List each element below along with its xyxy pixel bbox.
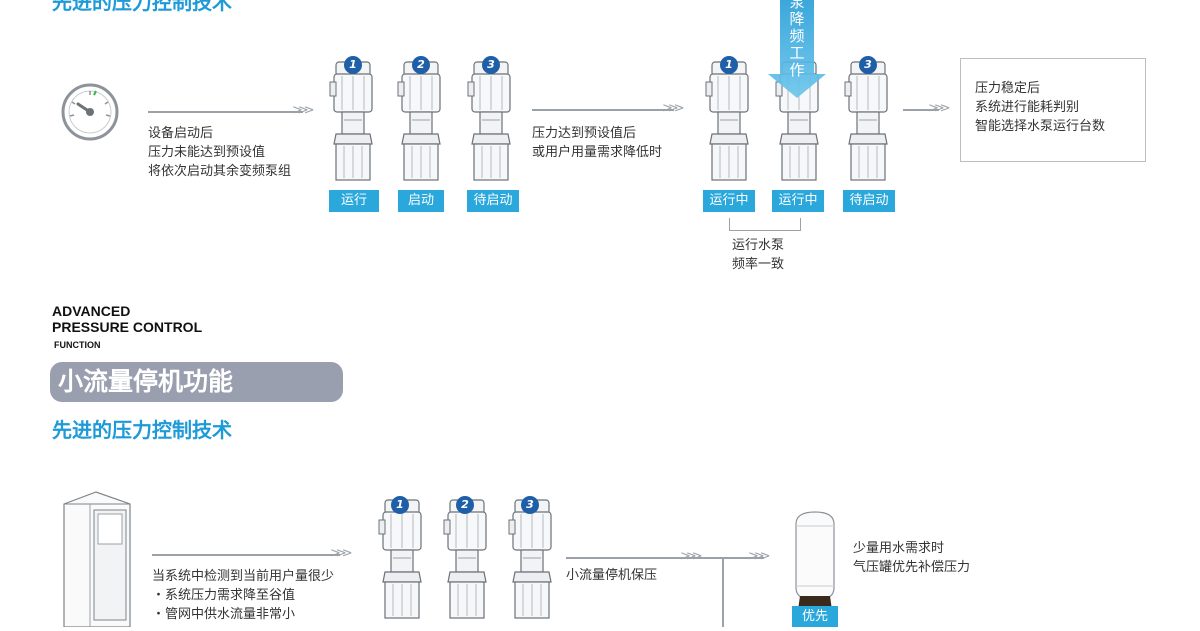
status-badge: 待启动 xyxy=(467,190,519,212)
pipe-branch xyxy=(722,558,724,627)
flow-arrow-1 xyxy=(148,111,303,113)
section-subtitle: 先进的压力控制技术 xyxy=(52,418,232,442)
pump-3: 3 xyxy=(466,56,516,184)
status-badge: 运行中 xyxy=(703,190,755,212)
bracket-text: 运行水泵 频率一致 xyxy=(732,238,785,272)
flow-arrow-2 xyxy=(532,109,674,111)
chevron-right-icon: >>> xyxy=(330,546,353,561)
flow-arrow-5 xyxy=(566,557,764,559)
pump-2: 2 xyxy=(396,56,446,184)
frequency-down-arrow: 泵 降 频 工 作 xyxy=(766,0,828,100)
pressure-tank-icon xyxy=(790,510,840,610)
heading-en-line2: PRESSURE CONTROL xyxy=(52,319,203,335)
top-cut-title: 先进的压力控制技术 xyxy=(52,0,232,14)
status-badge: 运行 xyxy=(329,190,379,212)
result-box: 压力稳定后 系统进行能耗判别 智能选择水泵运行台数 xyxy=(960,58,1146,162)
section-pill-title: 小流量停机功能 xyxy=(50,362,343,402)
start-text: 设备启动后 压力未能达到预设值 将依次启动其余变频泵组 xyxy=(148,126,292,179)
pump-3: 3 xyxy=(843,56,893,184)
flow-arrow-4 xyxy=(152,554,340,556)
arrow-char: 频 xyxy=(789,27,805,45)
flow-arrow-3 xyxy=(903,109,939,111)
pump-number-badge: 2 xyxy=(456,496,474,514)
pump-1: 1 xyxy=(328,56,378,184)
arrow-char: 泵 xyxy=(789,0,805,11)
detect-text: 当系统中检测到当前用户量很少 ・系统压力需求降至谷值 ・管网中供水流量非常小 xyxy=(152,569,335,622)
pump-2: 2 xyxy=(442,494,492,622)
tank-text: 少量用水需求时 气压罐优先补偿压力 xyxy=(853,541,971,575)
pump-number-badge: 2 xyxy=(412,56,430,74)
chevron-right-icon: >>> xyxy=(928,101,951,116)
pump-number-badge: 1 xyxy=(391,496,409,514)
arrow-char: 作 xyxy=(789,61,805,79)
arrow-char: 工 xyxy=(789,44,805,62)
chevron-right-icon: >>> xyxy=(680,549,703,564)
heading-en-line1: ADVANCED xyxy=(52,303,131,319)
status-badge: 运行中 xyxy=(772,190,824,212)
status-badge: 优先 xyxy=(792,606,838,627)
control-cabinet-icon xyxy=(60,490,132,628)
pump-3: 3 xyxy=(507,494,557,622)
chevron-right-icon: >>> xyxy=(748,549,771,564)
pressure-gauge-icon xyxy=(60,82,120,142)
status-badge: 启动 xyxy=(398,190,444,212)
pump-1: 1 xyxy=(704,56,754,184)
arrow-char: 降 xyxy=(789,10,805,28)
stop-text: 小流量停机保压 xyxy=(566,568,658,583)
pump-number-badge: 3 xyxy=(859,56,877,74)
bracket xyxy=(729,218,801,231)
chevron-right-icon: >>> xyxy=(662,101,685,116)
pump-number-badge: 1 xyxy=(720,56,738,74)
pump-1: 1 xyxy=(377,494,427,622)
heading-en-line3: FUNCTION xyxy=(54,340,101,350)
pump-number-badge: 1 xyxy=(344,56,362,74)
pump-number-badge: 3 xyxy=(482,56,500,74)
chevron-right-icon: >>> xyxy=(292,103,315,118)
pump-number-badge: 3 xyxy=(521,496,539,514)
status-badge: 待启动 xyxy=(843,190,895,212)
middle-text: 压力达到预设值后 或用户用量需求降低时 xyxy=(532,126,663,160)
